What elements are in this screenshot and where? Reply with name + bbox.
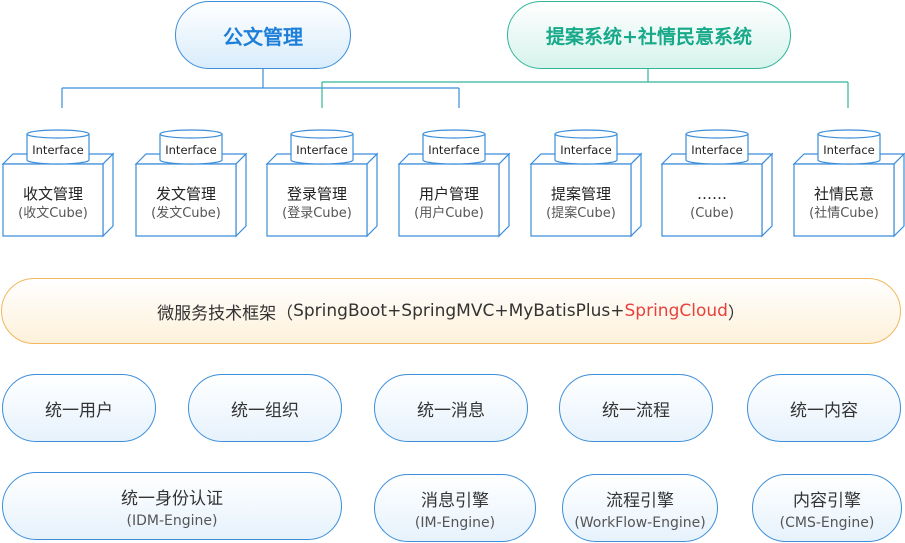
engine-workflow-title: 流程引擎 — [606, 490, 674, 511]
interface-label: Interface — [32, 143, 84, 157]
interface-cylinder — [554, 134, 618, 165]
cube-subtitle: (发文Cube) — [151, 206, 221, 221]
interface-label: Interface — [428, 143, 480, 157]
cubes-layer — [1, 129, 905, 238]
cube-title: 提案管理 — [550, 185, 611, 203]
framework-bar: 微服务技术框架（SpringBoot+SpringMVC+MyBatisPlus… — [1, 278, 901, 344]
cube-label: 社情民意 (社情Cube) — [794, 184, 894, 224]
cube-2[interactable] — [134, 129, 248, 238]
proposal-system-pill[interactable]: 提案系统+社情民意系统 — [507, 1, 791, 69]
cube-7[interactable] — [792, 129, 905, 238]
cube-subtitle: (收文Cube) — [18, 206, 88, 221]
cube-5[interactable] — [529, 129, 643, 238]
proposal-system-label: 提案系统+社情民意系统 — [546, 25, 752, 48]
engine-workflow[interactable]: 流程引擎 (WorkFlow-Engine) — [562, 474, 718, 542]
cube-label: 收文管理 (收文Cube) — [3, 184, 103, 224]
cube-subtitle: (登录Cube) — [282, 206, 352, 221]
service-unified-flow[interactable]: 统一流程 — [559, 374, 713, 442]
interface-cylinder — [26, 134, 90, 165]
interface-cylinder — [685, 134, 749, 165]
service-unified-org-label: 统一组织 — [231, 400, 299, 421]
cube-title: …… — [697, 185, 727, 203]
interface-label: Interface — [823, 143, 875, 157]
interface-label: Interface — [691, 143, 743, 157]
service-unified-message-label: 统一消息 — [417, 400, 485, 421]
engine-im-title: 消息引擎 — [421, 490, 489, 511]
service-unified-org[interactable]: 统一组织 — [188, 374, 342, 442]
interface-label: Interface — [560, 143, 612, 157]
cube-6[interactable] — [660, 129, 774, 238]
cube-subtitle: (Cube) — [690, 206, 734, 221]
gongwen-management-label: 公文管理 — [223, 24, 303, 49]
service-unified-user-label: 统一用户 — [45, 400, 113, 421]
service-unified-message[interactable]: 统一消息 — [374, 374, 528, 442]
interface-label: Interface — [296, 143, 348, 157]
cube-label: 登录管理 (登录Cube) — [267, 184, 367, 224]
cube-title: 收文管理 — [22, 185, 83, 203]
engine-idm-sub: (IDM-Engine) — [126, 512, 218, 529]
engine-idm[interactable]: 统一身份认证 (IDM-Engine) — [2, 472, 342, 540]
interface-cylinder — [422, 134, 486, 165]
service-unified-flow-label: 统一流程 — [602, 400, 670, 421]
interface-cylinder — [159, 134, 223, 165]
cube-4[interactable] — [397, 129, 511, 238]
cube-label: 用户管理 (用户Cube) — [399, 184, 499, 224]
service-unified-content[interactable]: 统一内容 — [747, 374, 901, 442]
service-unified-content-label: 统一内容 — [790, 400, 858, 421]
cube-label: 发文管理 (发文Cube) — [136, 184, 236, 224]
connector-tian — [321, 68, 849, 108]
interface-cylinder — [817, 134, 881, 165]
engine-idm-title: 统一身份认证 — [121, 488, 223, 509]
engine-cms-sub: (CMS-Engine) — [779, 514, 875, 531]
interface-cylinder — [290, 134, 354, 165]
cube-title: 社情民意 — [813, 185, 874, 203]
interface-label: Interface — [165, 143, 217, 157]
framework-highlight: SpringCloud — [624, 301, 728, 321]
cube-1[interactable] — [1, 129, 115, 238]
engine-im[interactable]: 消息引擎 (IM-Engine) — [374, 474, 536, 542]
cube-subtitle: (用户Cube) — [414, 206, 484, 221]
cube-subtitle: (社情Cube) — [809, 206, 879, 221]
cube-3[interactable] — [265, 129, 379, 238]
cube-title: 登录管理 — [286, 185, 347, 203]
engine-cms[interactable]: 内容引擎 (CMS-Engine) — [752, 474, 902, 542]
cube-label: …… (Cube) — [662, 184, 762, 224]
service-unified-user[interactable]: 统一用户 — [2, 374, 156, 442]
connector-gongwen — [61, 68, 460, 108]
engine-cms-title: 内容引擎 — [793, 490, 861, 511]
framework-main: SpringBoot+SpringMVC+MyBatisPlus+ — [293, 301, 625, 321]
cube-subtitle: (提案Cube) — [546, 206, 616, 221]
framework-suffix: ） — [727, 303, 745, 324]
engine-workflow-sub: (WorkFlow-Engine) — [574, 514, 706, 531]
framework-prefix: 微服务技术框架（ — [157, 303, 294, 324]
cube-label: 提案管理 (提案Cube) — [531, 184, 631, 224]
engine-im-sub: (IM-Engine) — [414, 514, 496, 531]
cube-title: 发文管理 — [155, 185, 216, 203]
cube-title: 用户管理 — [418, 185, 479, 203]
gongwen-management-pill[interactable]: 公文管理 — [175, 1, 351, 69]
